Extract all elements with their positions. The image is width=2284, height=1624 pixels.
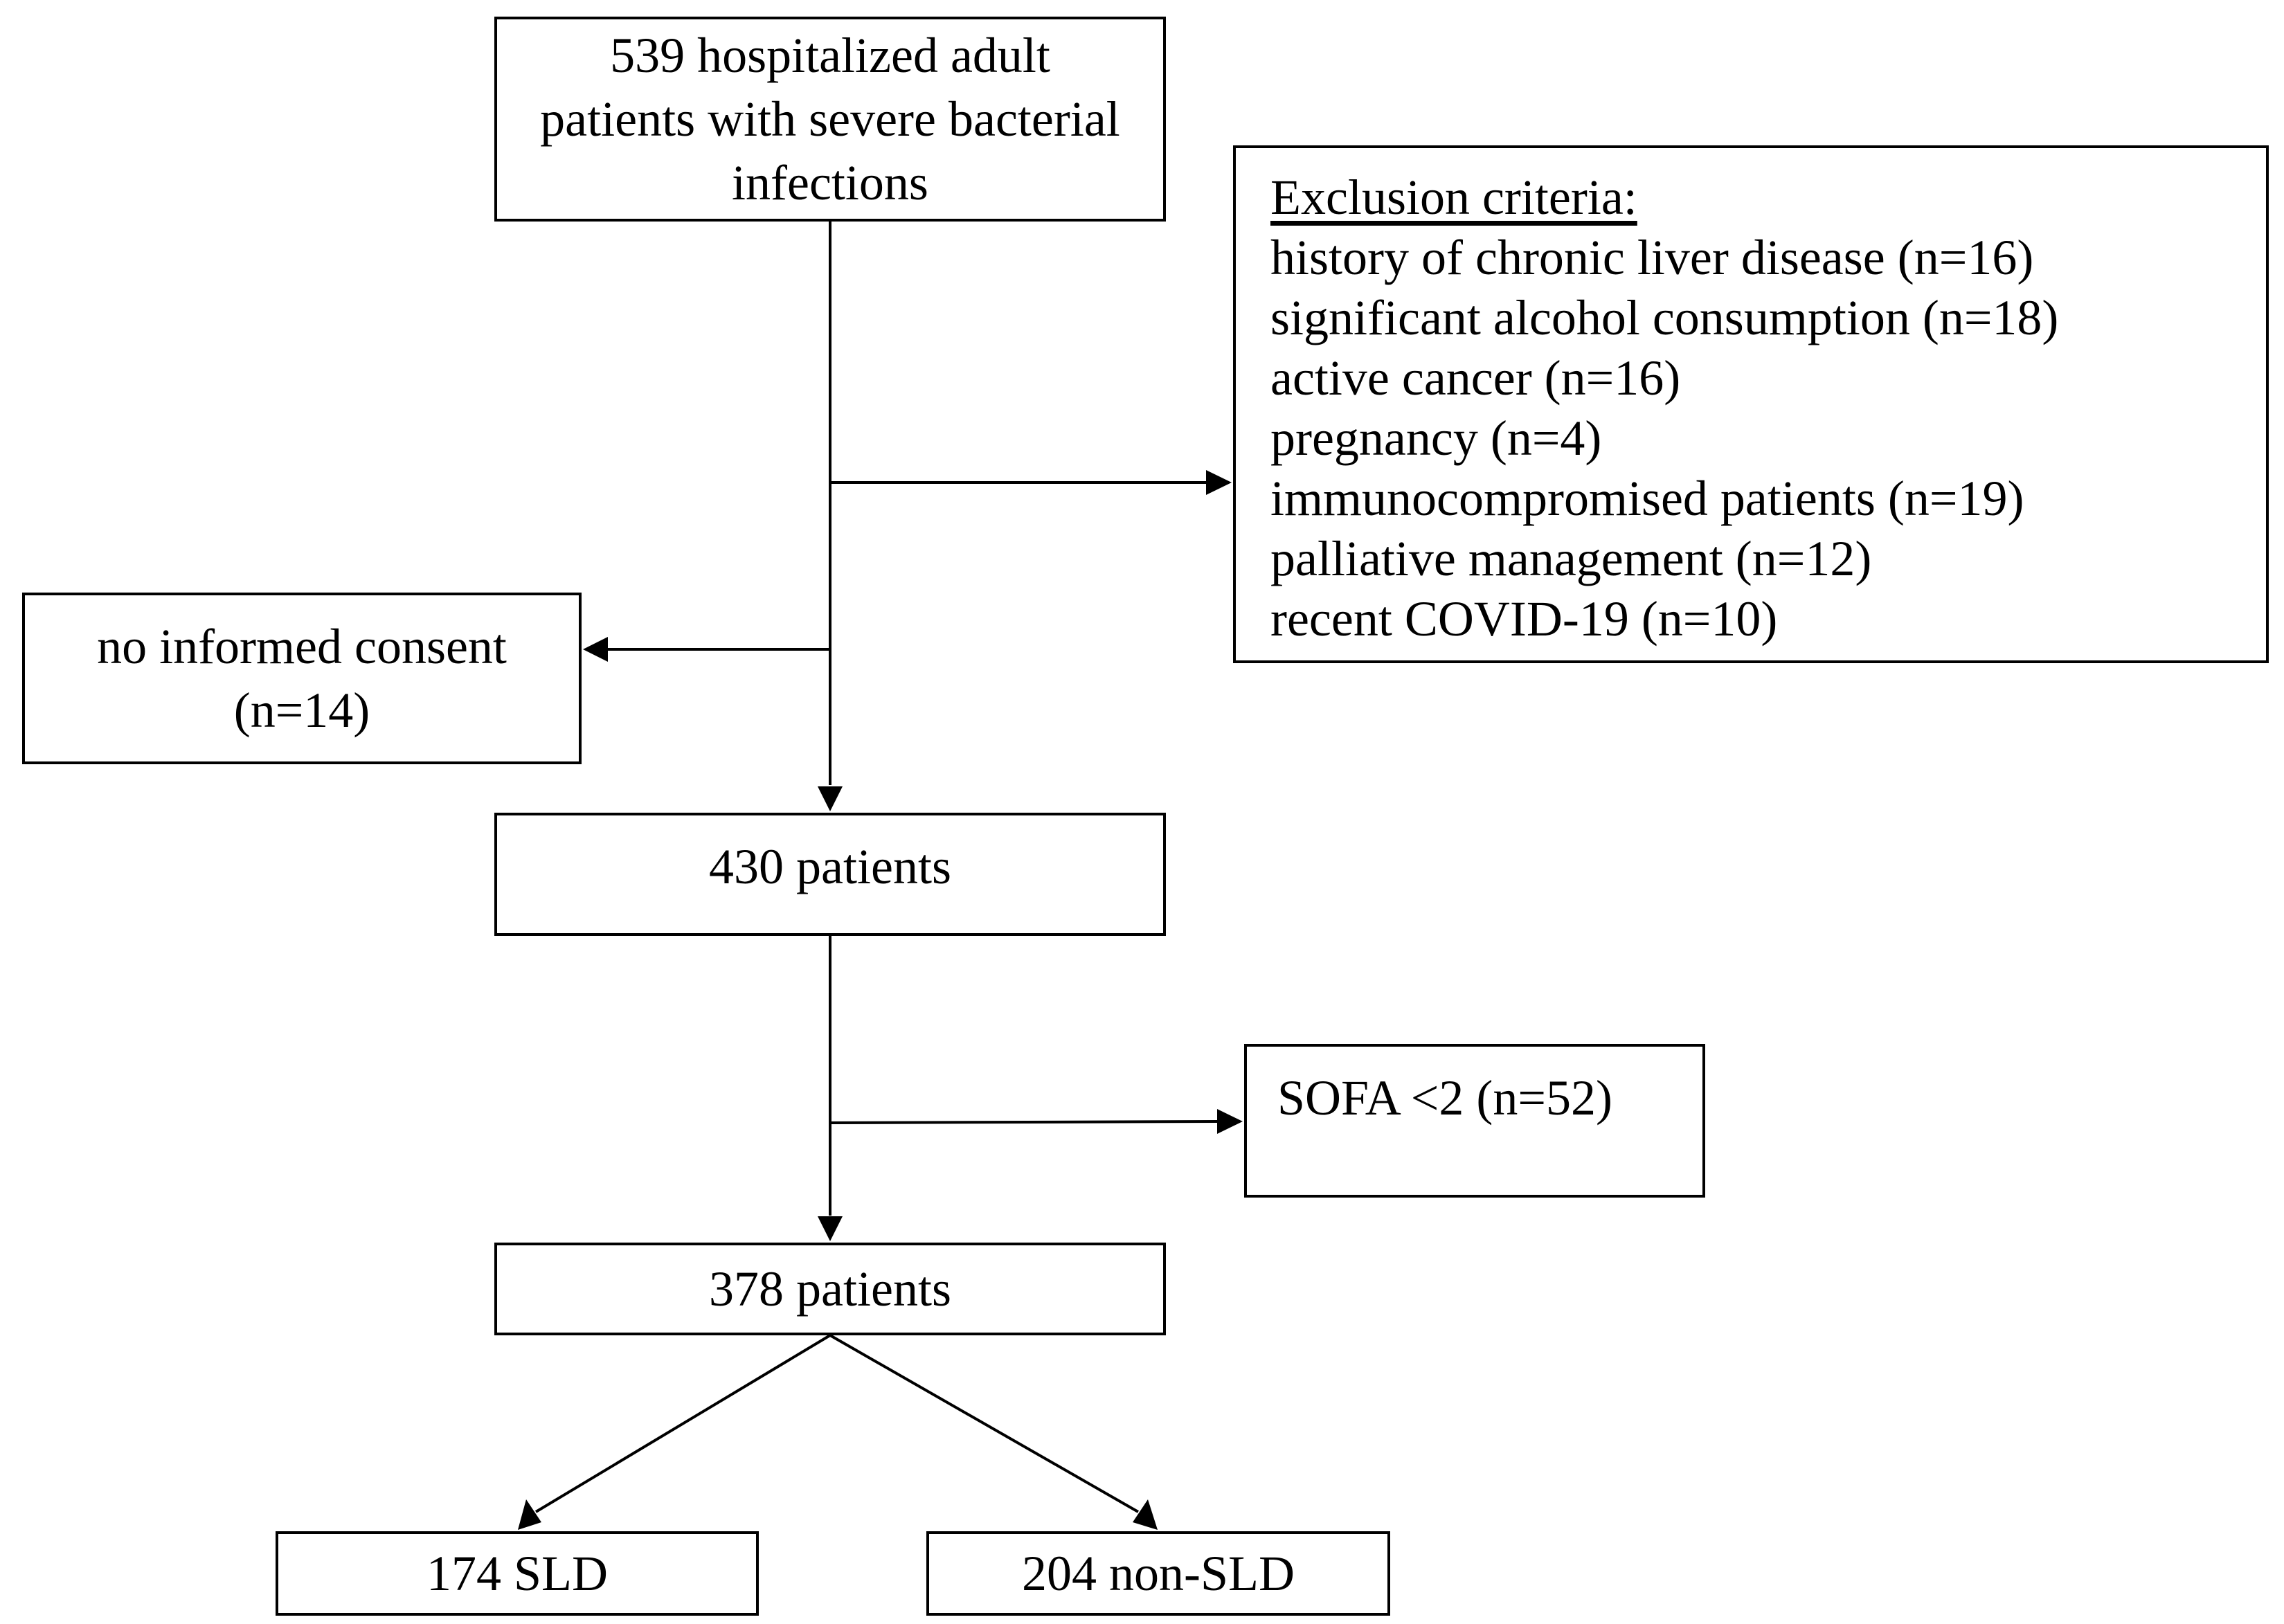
sofa-text: SOFA <2 (n=52) <box>1277 1070 1612 1126</box>
sofa-exclusion-box: SOFA <2 (n=52) <box>1244 1044 1705 1198</box>
exclusion-item: palliative management (n=12) <box>1270 531 1872 586</box>
sld-text: 174 SLD <box>426 1546 609 1601</box>
start-box: 539 hospitalized adult patients with sev… <box>494 17 1166 222</box>
patients-378-text: 378 patients <box>709 1261 951 1317</box>
exclusion-heading: Exclusion criteria: <box>1270 170 1637 225</box>
arrowhead-consent <box>583 637 608 662</box>
arrowhead-nonsld <box>1133 1499 1158 1530</box>
patients-430-box: 430 patients <box>494 813 1166 936</box>
arrowhead-exclusion <box>1206 470 1232 495</box>
exclusion-item: immunocompromised patients (n=19) <box>1270 471 2024 526</box>
sld-group-box: 174 SLD <box>276 1531 759 1616</box>
patients-378-box: 378 patients <box>494 1243 1166 1335</box>
exclusion-item: pregnancy (n=4) <box>1270 410 1602 466</box>
exclusion-list: history of chronic liver disease (n=16) … <box>1270 228 2266 649</box>
start-text: 539 hospitalized adult patients with sev… <box>540 28 1120 210</box>
exclusion-item: history of chronic liver disease (n=16) <box>1270 230 2034 285</box>
exclusion-criteria-box: Exclusion criteria: history of chronic l… <box>1233 145 2269 663</box>
no-consent-box: no informed consent (n=14) <box>22 593 582 764</box>
arrowhead-378 <box>818 1216 843 1241</box>
connector-to-sld <box>534 1334 831 1513</box>
arrowhead-sld <box>518 1499 541 1530</box>
exclusion-item: significant alcohol consumption (n=18) <box>1270 290 2059 345</box>
connector-to-nonsld <box>829 1334 1139 1513</box>
exclusion-item: active cancer (n=16) <box>1270 350 1681 406</box>
arrowhead-430 <box>818 786 843 811</box>
non-sld-text: 204 non-SLD <box>1022 1546 1295 1601</box>
connector-to-sofa <box>829 1120 1218 1124</box>
patients-430-text: 430 patients <box>709 839 951 894</box>
arrowhead-sofa <box>1217 1109 1243 1134</box>
exclusion-item: recent COVID-19 (n=10) <box>1270 591 1778 647</box>
non-sld-group-box: 204 non-SLD <box>926 1531 1390 1616</box>
no-consent-text: no informed consent (n=14) <box>97 619 507 738</box>
